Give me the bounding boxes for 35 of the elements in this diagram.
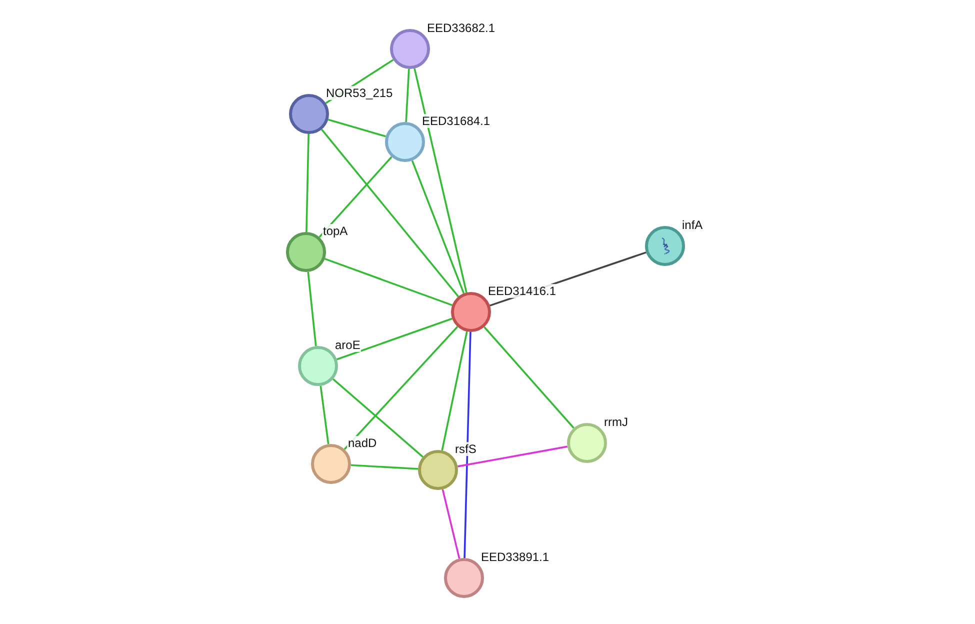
protein-node [444,558,484,598]
interaction-line [318,156,392,238]
interaction-line [350,464,418,470]
interaction-line [320,128,460,298]
interaction-line [484,326,574,429]
protein-label: aroE [334,338,362,352]
protein-label: rsfS [454,442,478,456]
interaction-line [405,68,410,122]
interaction-line [411,160,465,294]
interaction-line [414,68,468,293]
interaction-line [307,272,317,346]
interaction-line [320,386,330,444]
interaction-line [328,118,386,138]
protein-label: EED31416.1 [487,284,558,298]
interaction-line [344,326,458,450]
interaction-line [332,378,424,458]
interaction-line [442,489,460,559]
interaction-line [464,332,472,558]
protein-node [451,292,491,332]
protein-label: EED31684.1 [421,114,492,128]
protein-label: NOR53_215 [325,86,394,100]
protein-label: nadD [347,436,378,450]
protein-node [385,122,425,162]
protein-label: EED33682.1 [426,21,496,35]
protein-label: rrmJ [603,415,629,429]
interaction-line [458,446,568,468]
interaction-line [336,318,452,360]
interaction-line [324,258,453,306]
interaction-line [306,134,310,232]
protein-label: infA [681,218,704,232]
protein-node [390,29,430,69]
protein-label: EED33891.1 [480,550,550,564]
interaction-line [441,331,468,451]
protein-label: topA [322,224,349,238]
protein-node [289,94,329,134]
